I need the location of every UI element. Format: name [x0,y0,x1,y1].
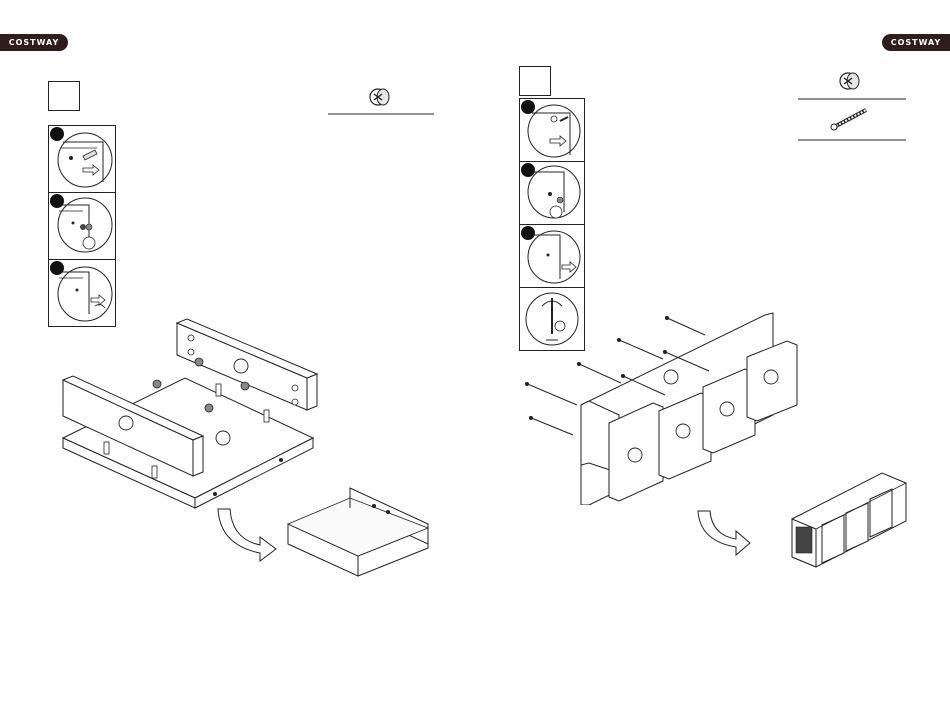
hardware-legend-right [798,68,906,142]
cabinet-assembly-illustration [525,305,810,505]
brand-label: COSTWAY [9,38,60,47]
substep-badge-3-right [521,226,535,240]
step-number-box-right [519,66,551,96]
cam-lock-icon [328,84,434,116]
curved-arrow-icon [692,507,756,557]
substep-badge-1-left [50,127,64,141]
substep-badge-2-right [521,163,535,177]
brand-logo-right: COSTWAY [882,34,950,51]
substep-badge-1-right [521,100,535,114]
brand-label: COSTWAY [891,38,942,47]
completed-cabinet-illustration [786,463,910,573]
completed-drawer-illustration [284,484,434,579]
substep-badge-3-left [50,261,64,275]
cam-bolt-icon [831,110,866,130]
hardware-legend-left [328,84,434,116]
substep-badge-2-left [50,194,64,208]
curved-arrow-icon [210,505,282,565]
hardware-icons [798,68,906,142]
step-number-box-left [48,81,80,111]
brand-logo-left: COSTWAY [0,34,68,51]
